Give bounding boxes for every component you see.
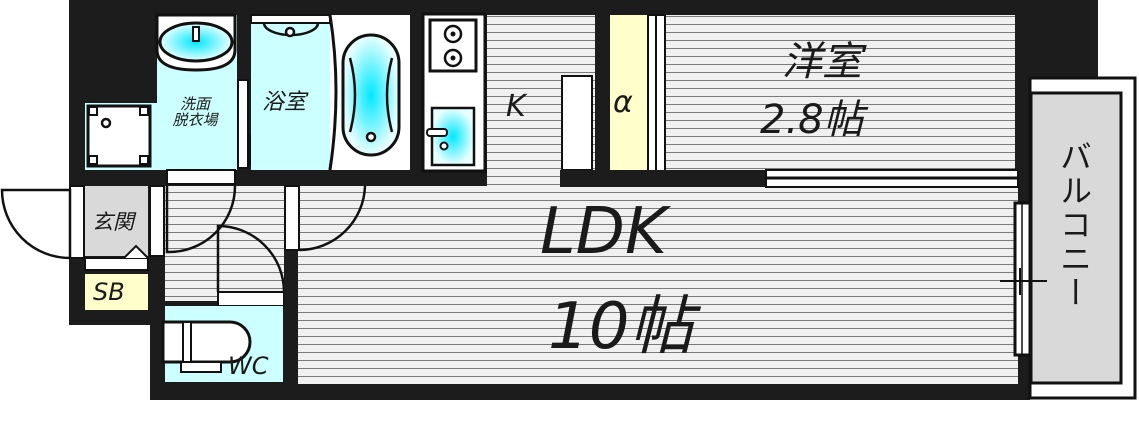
kitchen-label: K <box>506 89 526 124</box>
ldk-door <box>284 185 367 252</box>
washroom-label-line2: 脱衣場 <box>172 111 218 129</box>
kitchen-counter <box>421 12 487 173</box>
ldk-floor <box>298 186 1018 384</box>
shoe-box <box>85 274 148 310</box>
balcony <box>1028 76 1137 400</box>
ldk-label: LDK <box>540 195 667 269</box>
fridge-space <box>561 75 593 171</box>
storage-alpha-label: α <box>613 85 633 120</box>
balcony-window <box>1000 201 1047 357</box>
western-room-label: 洋室 <box>782 39 862 85</box>
bathroom-label: 浴室 <box>262 90 307 115</box>
shoe-box-label: SB <box>93 278 125 306</box>
toilet-room <box>161 306 283 382</box>
bathtub-icon <box>341 33 401 157</box>
washroom-label-line1: 洗面 <box>179 95 210 113</box>
balcony-label: バルコニー <box>1055 140 1093 310</box>
washroom-label: 洗面 脱衣場 <box>162 96 228 128</box>
western-room-sliding-door <box>765 169 1019 188</box>
hallway-floor <box>165 186 285 301</box>
storage-alpha <box>610 15 648 171</box>
bathroom <box>250 14 410 171</box>
kitchen-floor-lower <box>487 170 567 190</box>
entrance-label: 玄関 <box>92 210 134 234</box>
washroom <box>85 13 266 170</box>
storage-sliding-door <box>647 14 666 172</box>
entrance <box>0 185 165 310</box>
toilet-label: WC <box>228 352 269 380</box>
washroom-door <box>165 169 237 254</box>
western-room-floor <box>665 15 1015 170</box>
ldk-size: 10帖 <box>548 290 694 364</box>
western-room-size: 2.8帖 <box>760 97 864 143</box>
